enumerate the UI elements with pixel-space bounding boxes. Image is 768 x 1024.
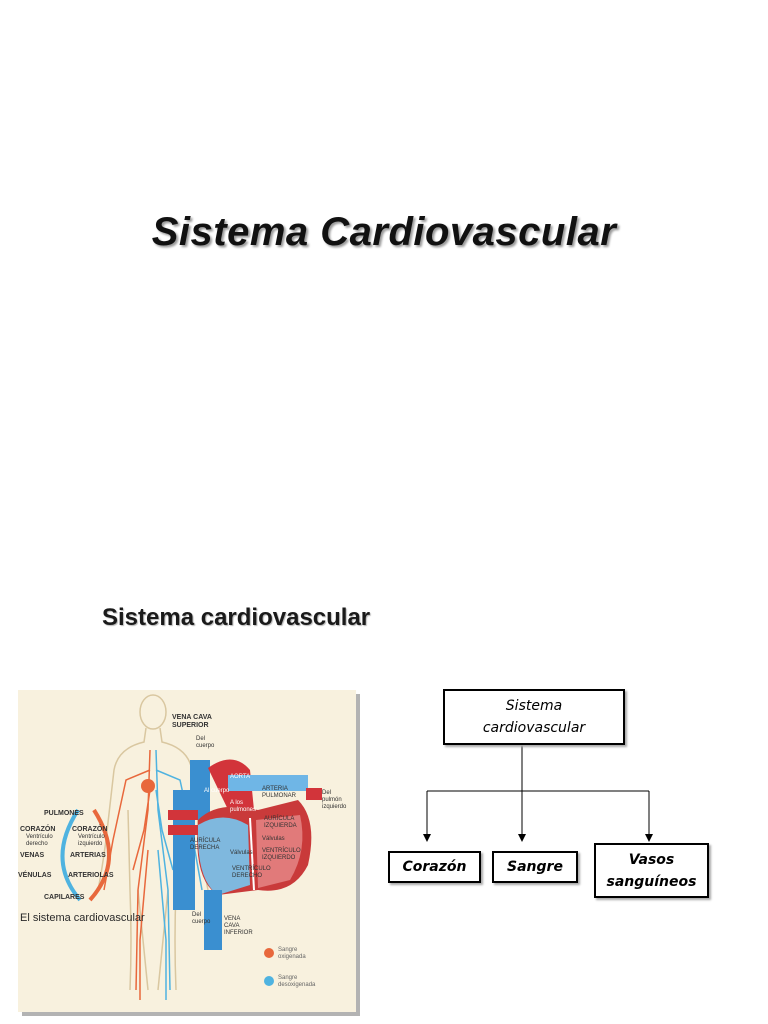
label-del-cuerpo-bottom: Del cuerpo — [192, 912, 211, 925]
label-valvulas-right: Válvulas — [262, 836, 285, 842]
legend-deoxygenated-dot — [264, 976, 274, 986]
label-arterias: ARTERIAS — [70, 852, 106, 859]
legend-oxygenated-dot — [264, 948, 274, 958]
label-auricula-izquierda: AURÍCULA IZQUIERDA — [264, 816, 297, 829]
label-del-cuerpo-top: Del cuerpo — [196, 736, 215, 749]
label-venulas: VÉNULAS — [18, 872, 52, 879]
label-ventriculo-izquierdo: VENTRÍCULO IZQUIERDO — [262, 848, 301, 861]
label-corazon-left: CORAZÓN — [20, 826, 56, 833]
concept-root-node: Sistema cardiovascular — [443, 689, 625, 745]
concept-root-label: Sistema cardiovascular — [482, 698, 586, 736]
label-ventriculo-derecho: VENTRÍCULO DERECHO — [232, 866, 271, 879]
label-a-los-pulmones: A los pulmones — [230, 800, 257, 813]
concept-child-sangre: Sangre — [492, 851, 578, 883]
concept-child-corazon-label: Corazón — [402, 859, 467, 875]
label-aorta: AORTA — [230, 774, 251, 780]
concept-child-vasos: Vasos sanguíneos — [594, 843, 709, 898]
concept-child-sangre-label: Sangre — [507, 859, 563, 875]
label-arteriolas: ARTERIOLAS — [68, 872, 114, 879]
label-ventriculo-derecho-small: Ventrículo derecho — [26, 834, 53, 847]
concept-child-corazon: Corazón — [388, 851, 481, 883]
label-venas: VENAS — [20, 852, 45, 859]
label-pulmones: PULMONES — [44, 810, 84, 817]
cardiovascular-illustration: VENA CAVA SUPERIOR Del cuerpo AORTA ARTE… — [18, 690, 356, 1012]
label-corazon-right: CORAZÓN — [72, 826, 108, 833]
label-vena-cava-superior: VENA CAVA SUPERIOR — [172, 714, 212, 729]
label-del-pulmon: Del pulmón izquierdo — [322, 790, 347, 810]
label-arteria-pulmonar: ARTERIA PULMONAR — [262, 786, 297, 799]
slide-2-title: Sistema cardiovascular — [102, 604, 371, 631]
cardiovascular-drawing — [60, 694, 322, 1000]
label-al-cuerpo: Al cuerpo — [204, 788, 230, 794]
slide-1-title: Sistema Cardiovascular — [151, 210, 617, 254]
label-capilares: CAPILARES — [44, 894, 85, 901]
legend-deoxygenated-label: Sangre desoxigenada — [278, 975, 316, 988]
label-ventriculo-izquierdo-small: Ventrículo izquierdo — [78, 834, 105, 847]
label-vena-cava-inferior: VENA CAVA INFERIOR — [224, 916, 253, 936]
figure-caption: El sistema cardiovascular — [20, 912, 145, 924]
label-valvulas-left: Válvulas — [230, 850, 253, 856]
label-auricula-derecha: AURÍCULA DERECHA — [190, 838, 221, 851]
concept-child-vasos-label: Vasos sanguíneos — [606, 851, 697, 890]
legend-oxygenated-label: Sangre oxigenada — [278, 947, 306, 960]
